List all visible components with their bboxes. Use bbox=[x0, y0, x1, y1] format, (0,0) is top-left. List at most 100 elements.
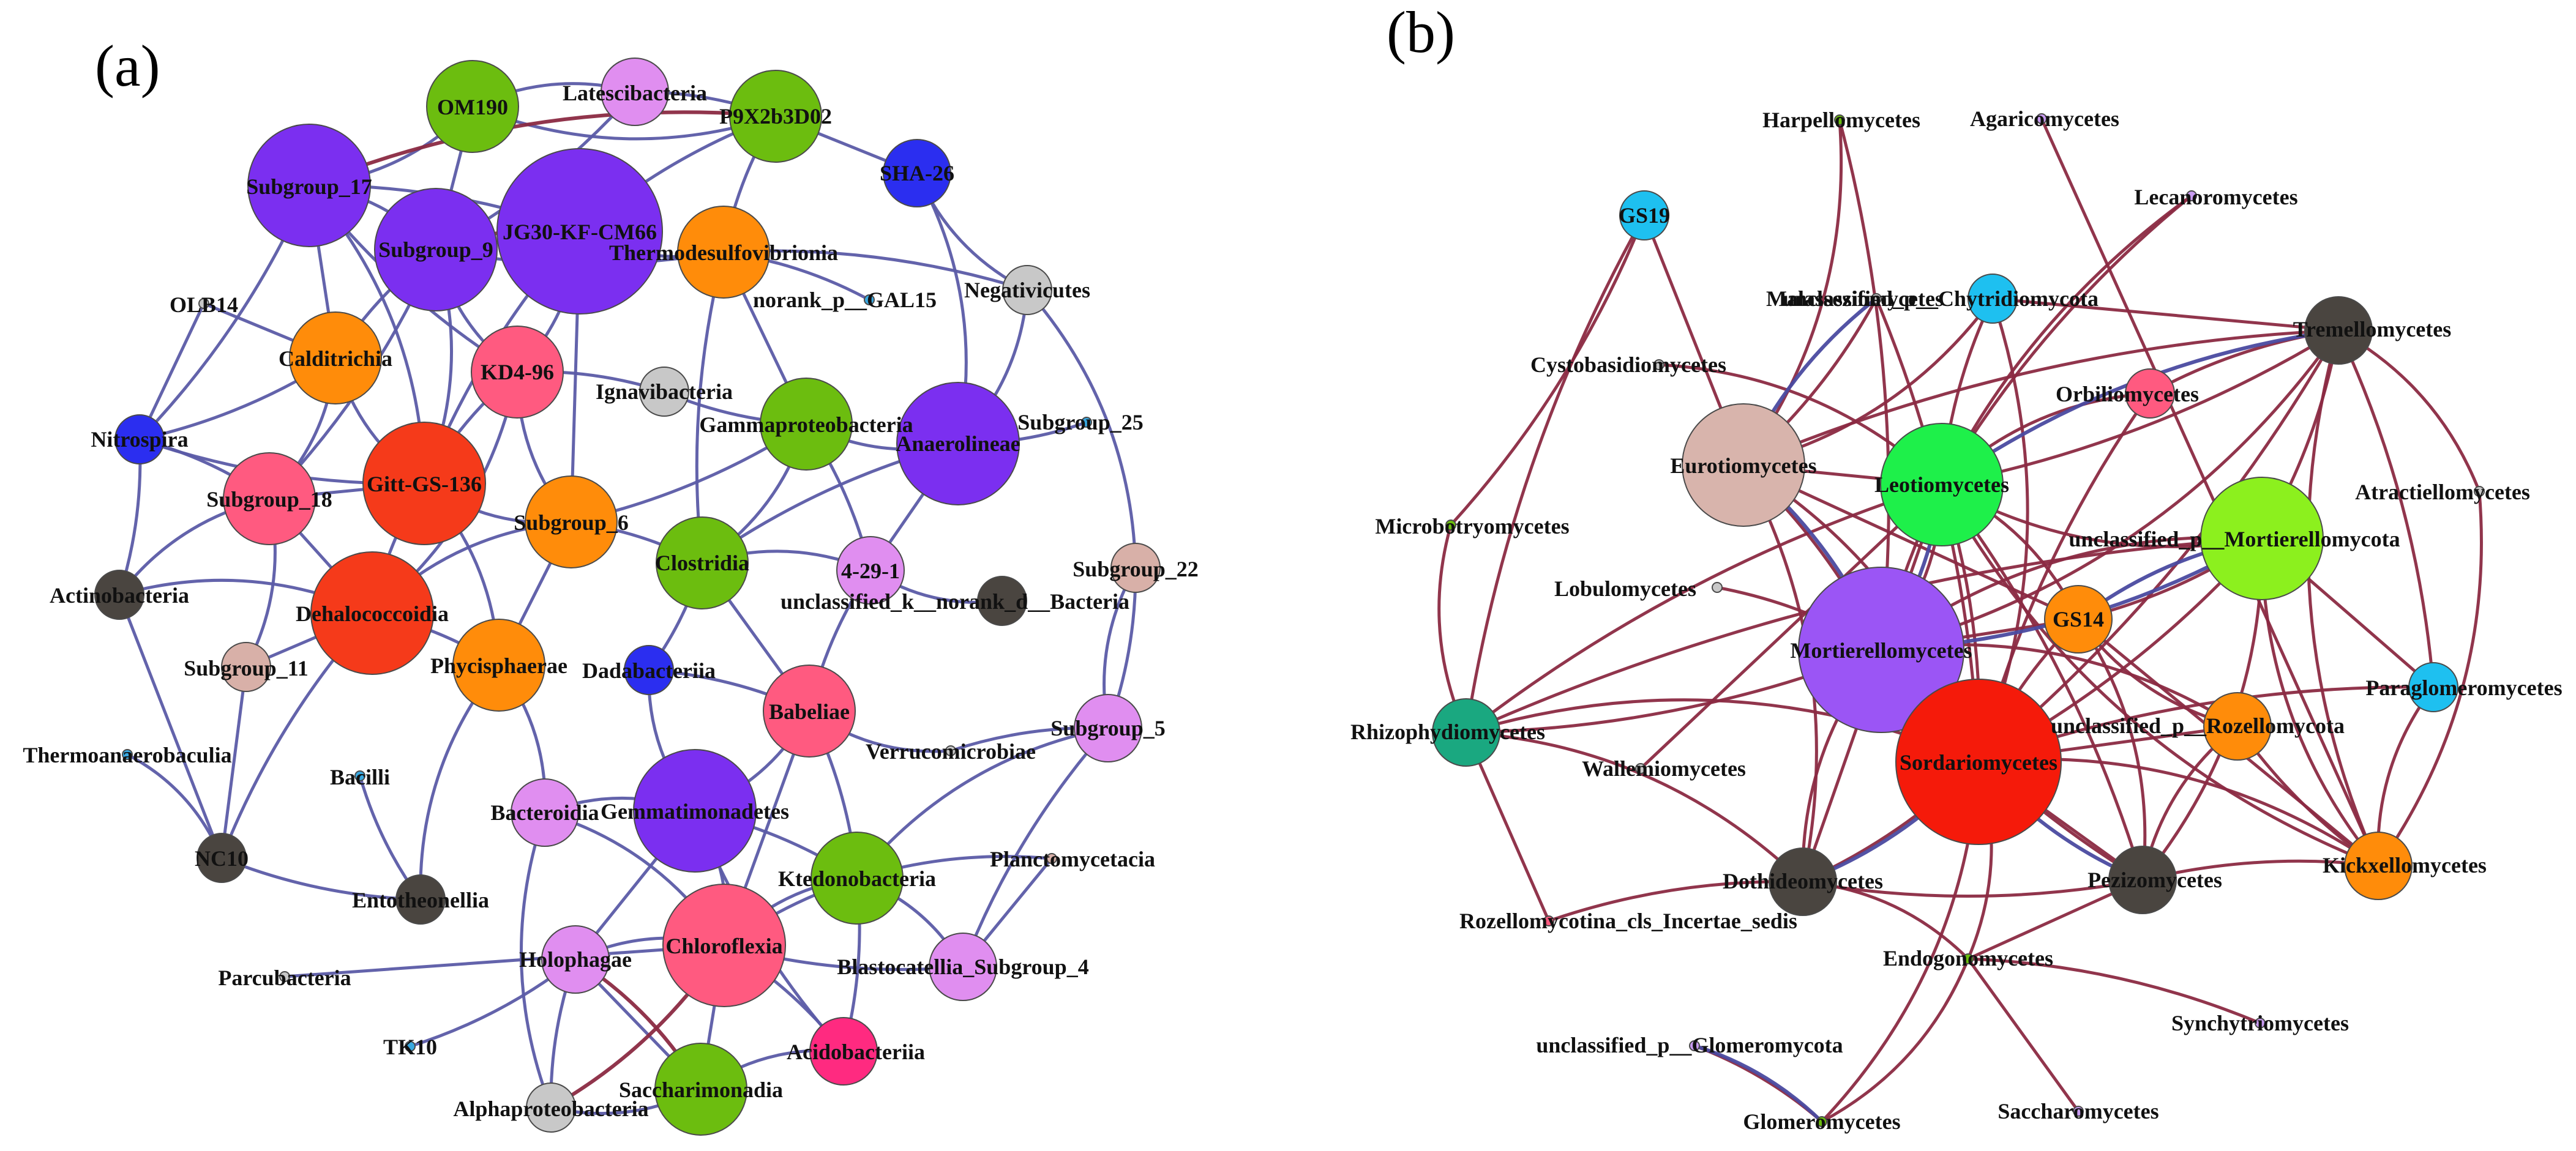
network-node-unclassified-p-chytridiomycota bbox=[1968, 274, 2018, 324]
network-node-dehalococcoidia bbox=[310, 551, 434, 675]
network-node-harpellomycetes bbox=[1834, 114, 1845, 125]
network-node-p9x2b3d02 bbox=[729, 70, 822, 163]
a-network-edge bbox=[118, 594, 223, 859]
network-node-lobulomycetes bbox=[1712, 582, 1723, 593]
network-node-norank-p-gal15 bbox=[864, 294, 875, 305]
node-label: Subgroup_11 bbox=[184, 656, 308, 680]
network-node-eurotiomycetes bbox=[1682, 403, 1805, 527]
node-label: Cystobasidiomycetes bbox=[1530, 352, 1726, 377]
b-network-edge bbox=[1968, 957, 2261, 1025]
node-label: Actinobacteria bbox=[50, 583, 189, 608]
node-label: Alphaproteobacteria bbox=[453, 1097, 648, 1121]
node-label: Mortierellomycetes bbox=[1790, 638, 1972, 663]
a-network-edge bbox=[284, 944, 725, 978]
b-network-edge bbox=[1464, 214, 1646, 733]
node-label: GS19 bbox=[1619, 203, 1670, 228]
a-network-edge bbox=[221, 856, 421, 901]
node-label: Negativicutes bbox=[964, 278, 1090, 302]
node-label: Saccharomycetes bbox=[1998, 1099, 2159, 1123]
network-node-dadabacteriia bbox=[624, 645, 674, 695]
network-node-anaerolineae bbox=[896, 382, 1020, 505]
network-node-mortierellomycetes bbox=[1798, 567, 1964, 733]
node-label: Saccharimonadia bbox=[619, 1078, 783, 1102]
node-label: Subgroup_17 bbox=[246, 174, 372, 199]
network-node-cystobasidiomycetes bbox=[1653, 359, 1664, 370]
network-node-atractiellomycetes bbox=[2474, 486, 2485, 497]
network-node-unclassified-p-glomeromycota bbox=[1689, 1040, 1700, 1051]
node-label: KD4-96 bbox=[481, 360, 554, 384]
panel-a-network: OM190LatescibacteriaP9X2b3D02SHA-26Subgr… bbox=[23, 58, 1199, 1136]
b-network-edge bbox=[2337, 329, 2435, 688]
panel-a-label: (a) bbox=[95, 33, 160, 99]
node-label: Planctomycetacia bbox=[990, 847, 1155, 871]
network-node-bacteroidia bbox=[511, 778, 579, 847]
node-label: P9X2b3D02 bbox=[719, 104, 832, 129]
network-node-negativicutes bbox=[1002, 265, 1052, 315]
network-node-gitt-gs-136 bbox=[362, 422, 486, 545]
network-node-entotheonellia bbox=[395, 874, 446, 925]
network-node-gammaproteobacteria bbox=[760, 378, 853, 471]
network-node-babeliae bbox=[763, 665, 856, 758]
node-label: OM190 bbox=[437, 95, 508, 119]
network-node-actinobacteria bbox=[94, 570, 144, 620]
node-label: Lecanoromycetes bbox=[2134, 185, 2297, 209]
node-label: OLB14 bbox=[170, 292, 238, 317]
panel-a-labels: OM190LatescibacteriaP9X2b3D02SHA-26Subgr… bbox=[23, 81, 1198, 1121]
network-node-subgroup-17 bbox=[247, 124, 371, 247]
node-label: Orbiliomycetes bbox=[2056, 382, 2199, 406]
node-label: Microbotryomycetes bbox=[1375, 514, 1569, 538]
network-node-synchytriomycetes bbox=[2255, 1018, 2266, 1029]
node-label: Endogonomycetes bbox=[1883, 946, 2053, 970]
a-network-edge bbox=[519, 812, 553, 1108]
panel-b-nodes bbox=[1432, 113, 2485, 1127]
network-node-acidobacteriia bbox=[809, 1017, 878, 1086]
network-node-planctomycetacia bbox=[1046, 853, 1057, 864]
network-node-gemmatimonadetes bbox=[633, 749, 757, 873]
node-label: GS14 bbox=[2053, 607, 2104, 631]
network-node-kd4-96 bbox=[471, 326, 564, 419]
node-label: norank_p__GAL15 bbox=[753, 288, 937, 312]
network-node-glomeromycetes bbox=[1816, 1116, 1827, 1127]
node-label: Synchytriomycetes bbox=[2171, 1011, 2349, 1035]
node-label: Paraglomeromycetes bbox=[2365, 676, 2562, 700]
node-label: Subgroup_9 bbox=[378, 237, 493, 262]
network-node-subgroup-9 bbox=[374, 188, 498, 311]
node-label: Blastocatellia_Subgroup_4 bbox=[837, 955, 1088, 979]
node-label: NC10 bbox=[195, 846, 249, 871]
node-label: Babeliae bbox=[769, 699, 850, 724]
network-node-phycisphaerae bbox=[452, 619, 545, 712]
b-network-edge bbox=[1941, 483, 2144, 881]
node-label: Rhizophydiomycetes bbox=[1350, 720, 1545, 744]
node-label: Chloroflexia bbox=[665, 934, 782, 958]
network-node-malasseziomycetes bbox=[1871, 293, 1882, 304]
node-label: Holophagae bbox=[519, 947, 632, 972]
network-node-latescibacteria bbox=[601, 58, 669, 126]
network-node-thermoanaerobaculia bbox=[122, 749, 133, 760]
network-node-dothideomycetes bbox=[1769, 847, 1837, 916]
node-label: Parcubacteria bbox=[218, 966, 351, 990]
node-label: Entotheonellia bbox=[352, 888, 489, 912]
network-node-subgroup-5 bbox=[1074, 694, 1142, 762]
node-label: Malasseziomycetes bbox=[1766, 286, 1944, 311]
node-label: Dehalococcoidia bbox=[296, 602, 449, 626]
b-network-edge bbox=[2306, 330, 2380, 867]
node-label: Subgroup_22 bbox=[1073, 557, 1198, 581]
node-label: unclassified_p__Rozellomycota bbox=[2051, 713, 2345, 738]
node-label: Tremellomycetes bbox=[2293, 317, 2452, 341]
node-label: Clostridia bbox=[655, 551, 749, 575]
network-node-chloroflexia bbox=[662, 884, 786, 1007]
network-node-ktedonobacteria bbox=[811, 832, 904, 925]
network-node-subgroup-18 bbox=[223, 452, 316, 545]
network-node-saccharomycetes bbox=[2073, 1106, 2084, 1117]
network-node-sha-26 bbox=[883, 139, 951, 207]
network-node-thermodesulfovibrionia bbox=[677, 206, 770, 299]
a-network-edge bbox=[1026, 289, 1137, 568]
network-node-blastocatellia-subgroup-4 bbox=[929, 933, 997, 1001]
node-label: Pezizomycetes bbox=[2087, 868, 2222, 892]
node-label: unclassified_p__Mortierellomycota bbox=[2069, 527, 2400, 551]
b-network-edge bbox=[1966, 958, 2080, 1112]
a-network-edge-alt bbox=[308, 110, 776, 187]
network-node-gs14 bbox=[2044, 585, 2113, 654]
network-node-sordariomycetes bbox=[1895, 679, 2062, 845]
network-node-parcubacteria bbox=[279, 971, 290, 982]
